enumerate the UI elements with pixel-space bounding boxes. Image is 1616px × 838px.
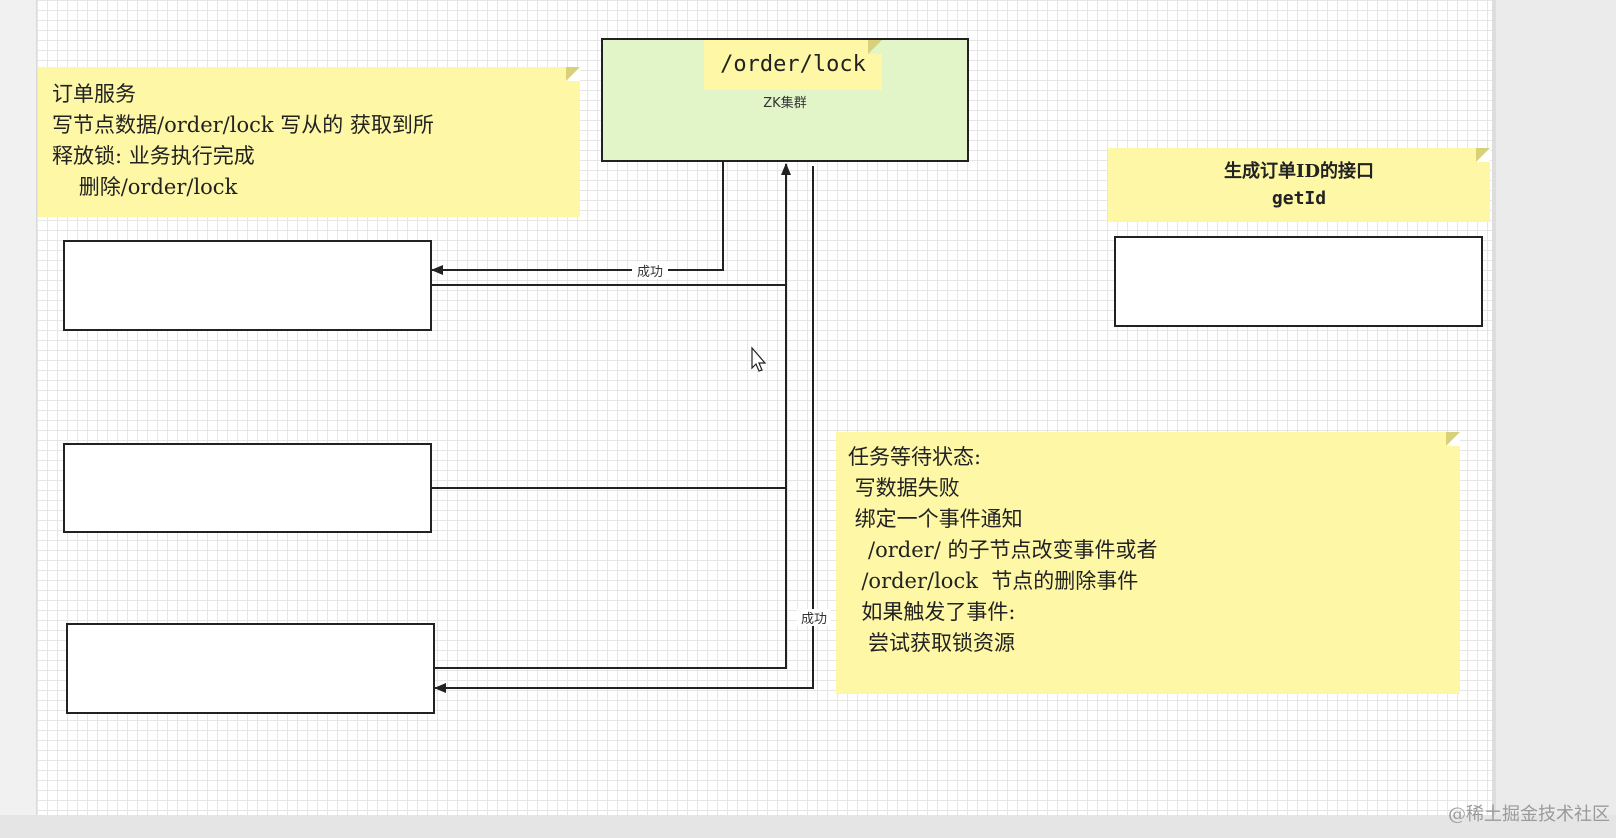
mouse-cursor-icon (751, 346, 767, 372)
note-line: /order/ 的子节点改变事件或者 (848, 538, 1158, 562)
success-label-top: 成功 (637, 265, 663, 280)
note-line: 任务等待状态: (848, 445, 982, 469)
watermark: @稀土掘金技术社区 (1448, 804, 1610, 825)
note-line: 释放锁: 业务执行完成 (52, 144, 255, 168)
getid-interface-note[interactable]: 生成订单ID的接口 getId (1108, 148, 1490, 222)
wait-state-note[interactable]: 任务等待状态: 写数据失败 绑定一个事件通知 /order/ 的子节点改变事件或… (836, 432, 1460, 694)
order-lock-label-note: /order/lock (704, 40, 882, 90)
note-line: 订单服务 (52, 82, 136, 106)
note-line: 绑定一个事件通知 (848, 507, 1023, 531)
note-fold-corner (566, 67, 580, 81)
note-line: 生成订单ID的接口 (1223, 161, 1375, 182)
note-line: 尝试获取锁资源 (848, 631, 1016, 655)
left-gutter (0, 0, 37, 838)
note-line: 删除/order/lock (52, 175, 238, 199)
bottom-scroll-bar[interactable] (0, 815, 1616, 838)
zk-cluster-label: ZK集群 (763, 96, 807, 111)
edge-box3-to-zk[interactable] (435, 285, 787, 669)
service-box-1[interactable] (63, 240, 432, 331)
success-edge-bottom[interactable] (434, 166, 814, 693)
right-side-panel (1492, 0, 1616, 838)
order-lock-path: /order/lock (720, 52, 866, 77)
service-box-2[interactable] (63, 443, 432, 533)
service-box-3[interactable] (66, 623, 435, 714)
note-line: /order/lock 节点的删除事件 (848, 569, 1139, 593)
note-line: getId (1271, 188, 1327, 209)
note-line: 写节点数据/order/lock 写从的 获取到所 (52, 113, 434, 137)
getid-box[interactable] (1114, 236, 1483, 327)
success-label-bottom: 成功 (801, 612, 827, 627)
zk-cluster-node[interactable]: /order/lock ZK集群 (601, 38, 969, 162)
note-line: 如果触发了事件: (848, 600, 1016, 624)
success-edge-top[interactable] (431, 162, 724, 275)
edge-box1-to-zk[interactable] (432, 163, 791, 286)
order-service-note[interactable]: 订单服务 写节点数据/order/lock 写从的 获取到所 释放锁: 业务执行… (38, 67, 580, 217)
note-line: 写数据失败 (848, 476, 960, 500)
